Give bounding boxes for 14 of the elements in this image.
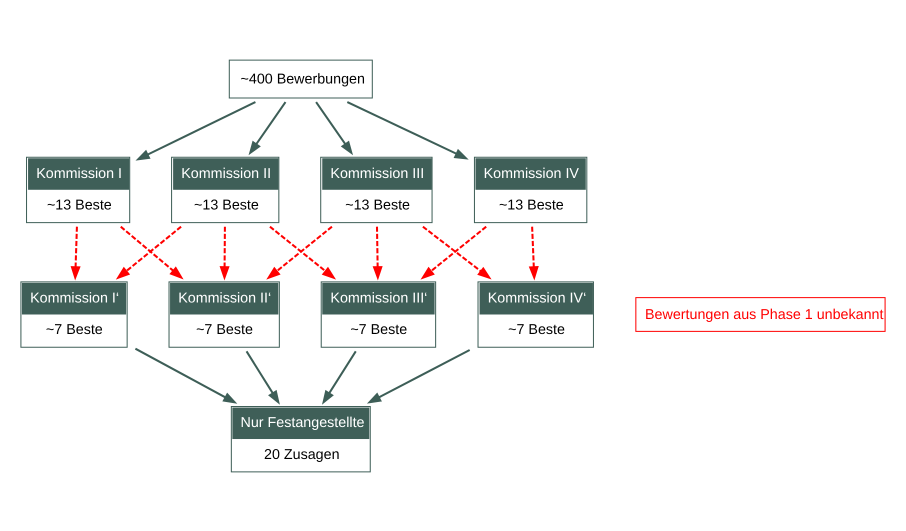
arrow [248,101,286,155]
arrow [70,226,81,280]
node-box: ~400 Bewerbungen [228,59,373,98]
arrow [366,348,470,404]
arrow [372,226,383,280]
arrow [220,226,230,280]
arrow [134,347,238,404]
arrow [322,350,357,404]
arrow [246,350,280,404]
arrow [346,100,469,160]
node-box: Bewertungen aus Phase 1 unbekannt [635,296,886,332]
arrow [315,101,354,155]
arrow [528,226,539,280]
arrow [135,100,256,160]
